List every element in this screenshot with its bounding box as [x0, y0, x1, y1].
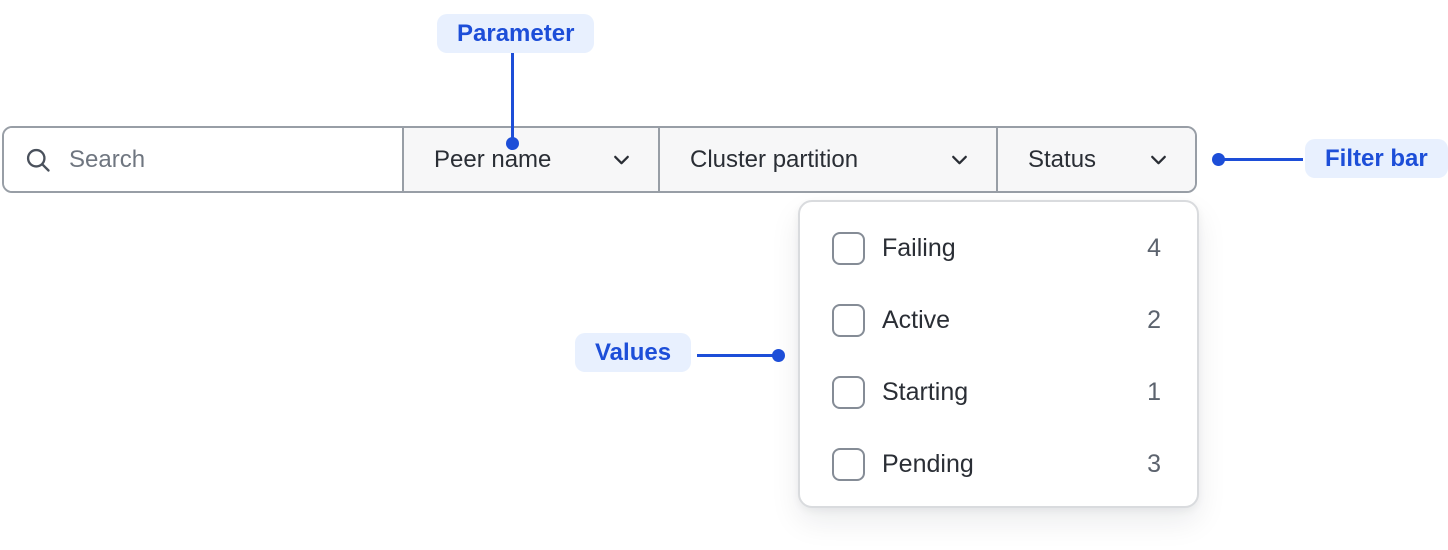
- chevron-down-icon: [947, 147, 972, 172]
- dropdown-label-status: Status: [1028, 145, 1097, 173]
- option-label: Failing: [882, 233, 956, 262]
- search-section[interactable]: [4, 128, 402, 191]
- annotation-values-badge: Values: [575, 333, 692, 372]
- parameter-connector-dot: [506, 137, 519, 150]
- filter-bar: Peer name Cluster partition Status: [2, 126, 1197, 193]
- search-icon: [26, 148, 50, 172]
- parameter-connector-line: [511, 53, 514, 144]
- values-connector-dot: [772, 349, 785, 362]
- option-row-active[interactable]: Active 2: [800, 284, 1197, 356]
- option-count: 4: [1147, 233, 1161, 262]
- values-connector-line: [697, 354, 779, 357]
- option-count: 3: [1147, 449, 1161, 478]
- filter-dropdown-peer-name[interactable]: Peer name: [402, 128, 658, 191]
- annotation-filter-bar-badge: Filter bar: [1305, 139, 1448, 178]
- option-label: Active: [882, 305, 951, 334]
- option-count: 1: [1147, 377, 1161, 406]
- checkbox-pending[interactable]: [832, 447, 865, 481]
- search-input[interactable]: [69, 145, 382, 174]
- filter-dropdown-status[interactable]: Status: [996, 128, 1195, 191]
- option-count: 2: [1147, 305, 1161, 334]
- filter-dropdown-cluster-partition[interactable]: Cluster partition: [658, 128, 996, 191]
- option-row-failing[interactable]: Failing 4: [800, 212, 1197, 284]
- dropdown-label-cluster-partition: Cluster partition: [690, 145, 859, 173]
- checkbox-starting[interactable]: [832, 375, 865, 409]
- dropdown-label-peer-name: Peer name: [434, 145, 552, 173]
- chevron-down-icon: [609, 147, 634, 172]
- checkbox-active[interactable]: [832, 303, 865, 337]
- chevron-down-icon: [1146, 147, 1171, 172]
- filter-bar-connector-line: [1219, 158, 1303, 161]
- checkbox-failing[interactable]: [832, 231, 865, 265]
- option-row-starting[interactable]: Starting 1: [800, 356, 1197, 428]
- annotation-parameter-badge: Parameter: [437, 14, 595, 53]
- option-row-pending[interactable]: Pending 3: [800, 428, 1197, 500]
- filter-bar-connector-dot: [1212, 153, 1225, 166]
- option-label: Pending: [882, 449, 974, 478]
- option-label: Starting: [882, 377, 969, 406]
- status-values-panel: Failing 4 Active 2 Starting 1 Pending 3: [798, 200, 1199, 508]
